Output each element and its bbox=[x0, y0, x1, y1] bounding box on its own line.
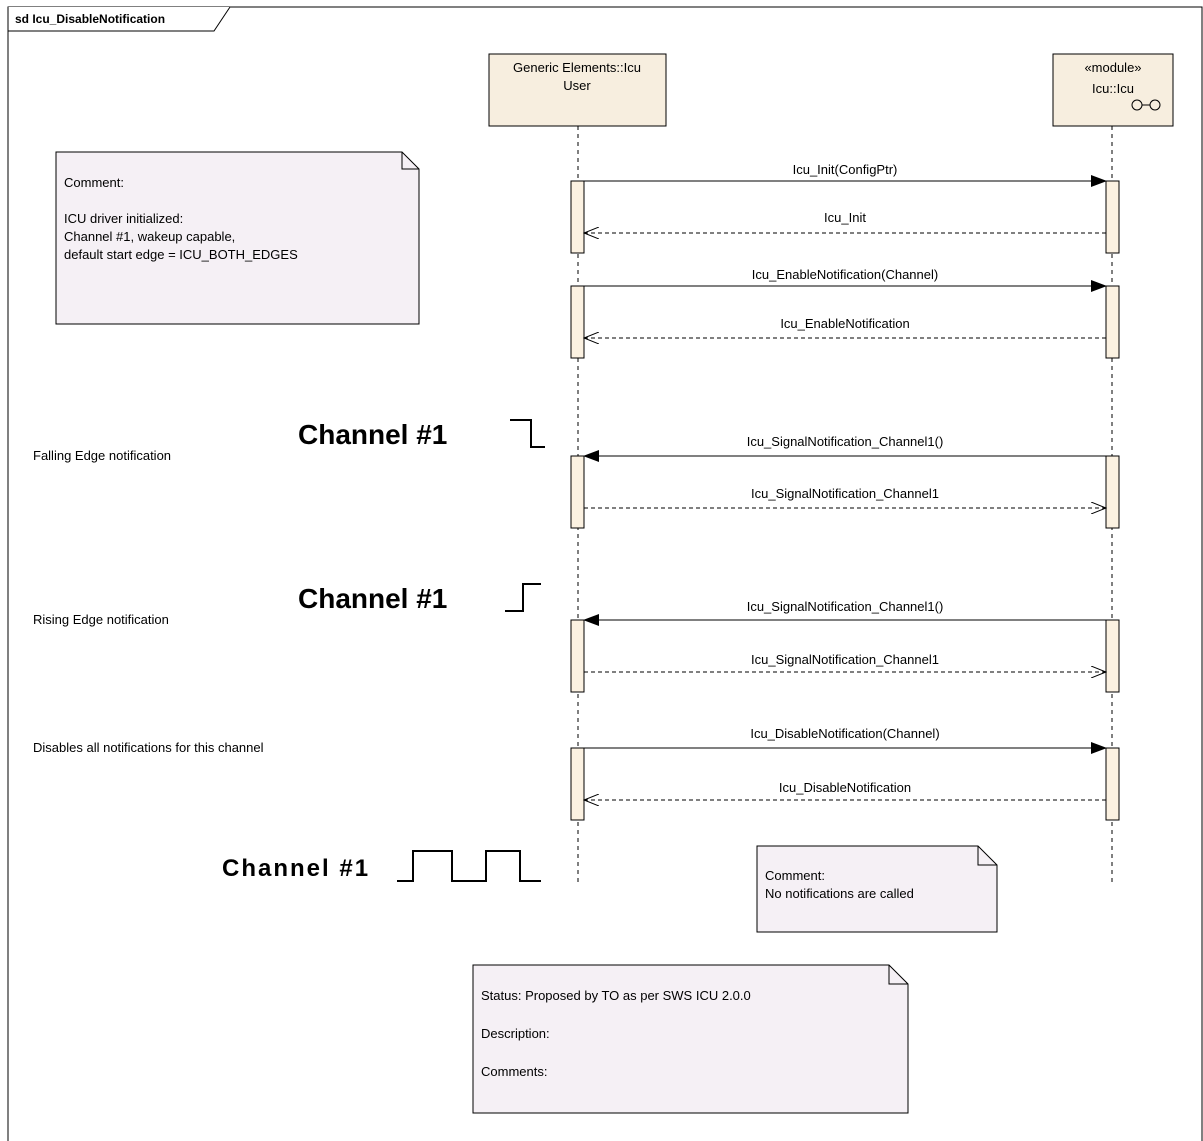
falling-edge-waveform bbox=[510, 419, 545, 448]
description-text: Description: bbox=[481, 1026, 550, 1041]
lifeline-head-user[interactable] bbox=[488, 53, 667, 127]
frame-title-tab bbox=[7, 6, 231, 32]
lifeline-user-label-2: User bbox=[563, 78, 591, 93]
comment-init-line-4: Channel #1, wakeup capable, bbox=[64, 229, 235, 244]
channel-label-pulses: Channel #1 bbox=[222, 855, 370, 882]
comments-text: Comments: bbox=[481, 1064, 547, 1079]
message-label-6: Icu_SignalNotification_Channel1 bbox=[751, 486, 939, 501]
lifeline-head-icu[interactable] bbox=[1052, 53, 1174, 127]
activation-icu-5 bbox=[1105, 747, 1120, 821]
lifeline-icu-name: Icu::Icu bbox=[1092, 81, 1134, 96]
comment-init-line-5: default start edge = ICU_BOTH_EDGES bbox=[64, 247, 298, 262]
activation-icu-4 bbox=[1105, 619, 1120, 693]
pulse-train-waveform bbox=[397, 850, 541, 882]
message-label-1: Icu_Init(ConfigPtr) bbox=[793, 162, 898, 177]
message-label-3: Icu_EnableNotification(Channel) bbox=[752, 267, 938, 282]
comment-none-line-1: Comment: bbox=[765, 868, 825, 883]
comment-init-line-3: ICU driver initialized: bbox=[64, 211, 183, 226]
message-label-5: Icu_SignalNotification_Channel1() bbox=[747, 434, 944, 449]
message-label-8: Icu_SignalNotification_Channel1 bbox=[751, 652, 939, 667]
note-fold-corner bbox=[401, 152, 419, 170]
comment-note-none[interactable] bbox=[756, 845, 998, 933]
note-fold-corner-3 bbox=[888, 965, 908, 985]
activation-user-5 bbox=[570, 747, 585, 821]
activation-user-3 bbox=[570, 455, 585, 529]
component-icon bbox=[1131, 99, 1161, 111]
message-label-7: Icu_SignalNotification_Channel1() bbox=[747, 599, 944, 614]
diagram-frame bbox=[7, 6, 1203, 1141]
comment-init-line-1: Comment: bbox=[64, 175, 124, 190]
activation-user-4 bbox=[570, 619, 585, 693]
comment-none-line-2: No notifications are called bbox=[765, 886, 914, 901]
activation-icu-2 bbox=[1105, 285, 1120, 359]
disables-annotation: Disables all notifications for this chan… bbox=[33, 740, 264, 755]
channel-label-rising: Channel #1 bbox=[298, 583, 447, 614]
frame-title: sd Icu_DisableNotification bbox=[15, 12, 165, 26]
status-note[interactable] bbox=[472, 964, 909, 1114]
activation-user-1 bbox=[570, 180, 585, 254]
activation-icu-1 bbox=[1105, 180, 1120, 254]
falling-edge-annotation: Falling Edge notification bbox=[33, 448, 171, 463]
message-label-2: Icu_Init bbox=[824, 210, 866, 225]
activation-icu-3 bbox=[1105, 455, 1120, 529]
lifeline-user-label-1: Generic Elements::Icu bbox=[513, 60, 641, 75]
rising-edge-waveform bbox=[505, 583, 541, 612]
status-text: Status: Proposed by TO as per SWS ICU 2.… bbox=[481, 988, 751, 1003]
note-fold-corner-2 bbox=[977, 846, 997, 866]
message-label-9: Icu_DisableNotification(Channel) bbox=[750, 726, 939, 741]
rising-edge-annotation: Rising Edge notification bbox=[33, 612, 169, 627]
channel-label-falling: Channel #1 bbox=[298, 419, 447, 450]
message-label-10: Icu_DisableNotification bbox=[779, 780, 911, 795]
message-label-4: Icu_EnableNotification bbox=[780, 316, 909, 331]
lifeline-icu-stereotype: «module» bbox=[1084, 60, 1141, 75]
activation-user-2 bbox=[570, 285, 585, 359]
comment-note-init[interactable] bbox=[55, 151, 420, 325]
